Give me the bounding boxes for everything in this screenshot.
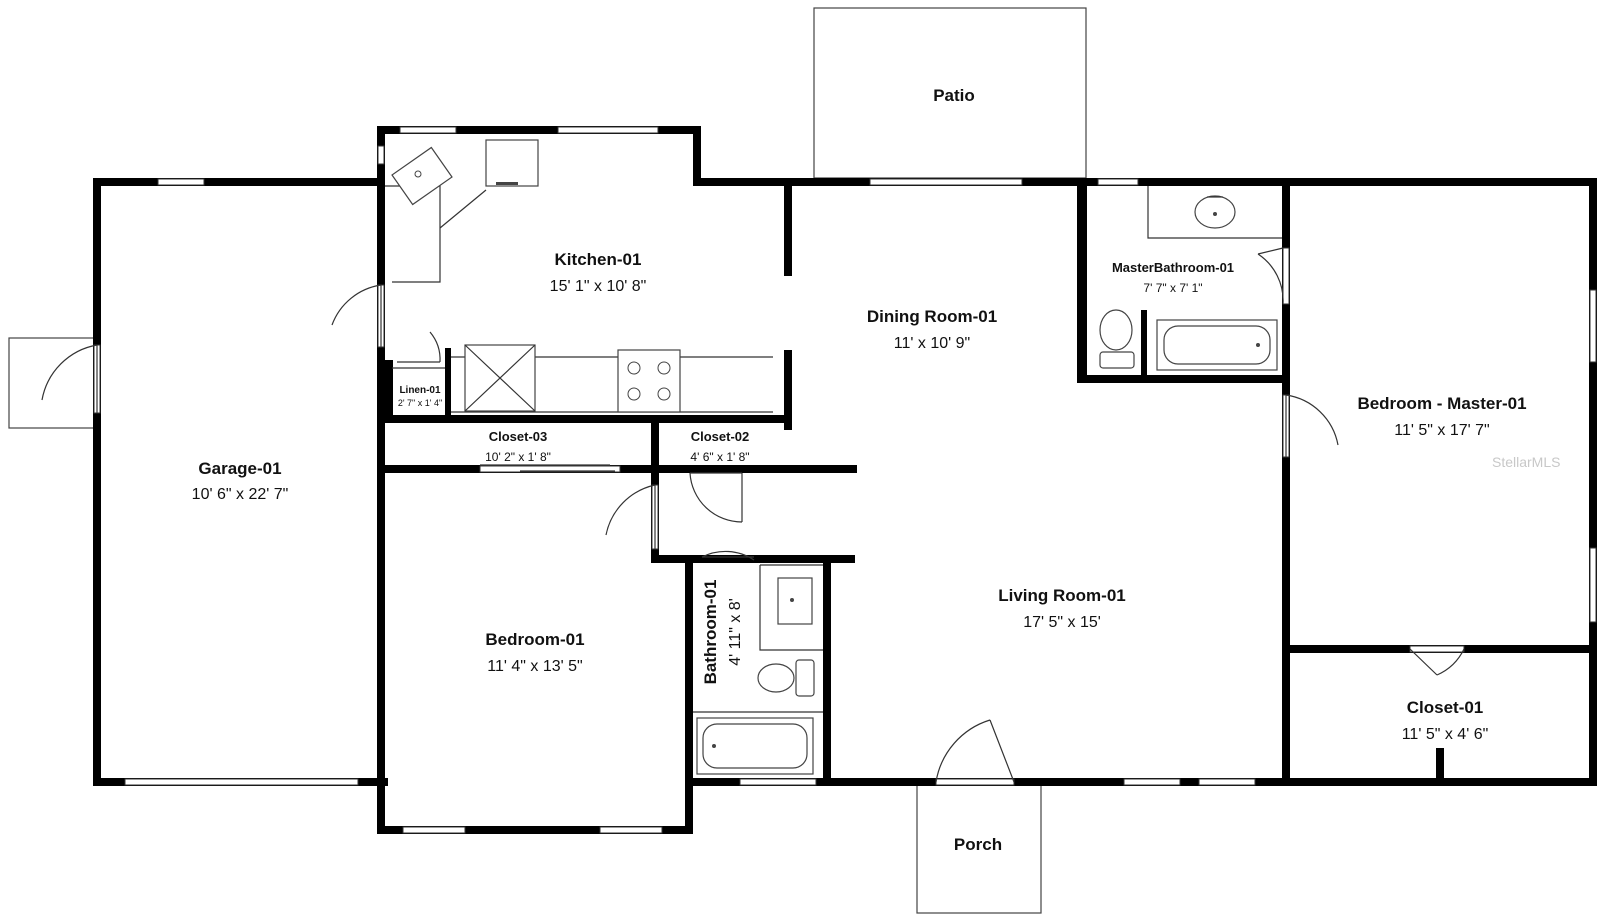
patio-area: Patio: [813, 7, 1087, 179]
doors: [41, 247, 1465, 786]
closet3-dims: 10' 2" x 1' 8": [485, 450, 551, 464]
window-icon: [599, 826, 663, 834]
garage-side-step: [8, 337, 98, 429]
refrigerator-icon: [485, 139, 539, 187]
garage-dims: 10' 6" x 22' 7": [192, 486, 289, 503]
porch-label: Porch: [954, 835, 1002, 854]
door-swing-icon: [1409, 648, 1465, 676]
master-bath-fixtures: [1099, 186, 1282, 371]
sink-icon: [759, 564, 823, 651]
garage-name: Garage-01: [198, 459, 281, 478]
windows: [124, 126, 1597, 834]
door-swing-icon: [689, 472, 743, 523]
dining-dims: 11' x 10' 9": [894, 335, 970, 352]
sink-icon: [1194, 195, 1236, 229]
window-icon: [557, 126, 659, 134]
master-bed-name: Bedroom - Master-01: [1357, 394, 1526, 413]
master-bed-dims: 11' 5" x 17' 7": [1394, 422, 1489, 439]
bedroom-dims: 11' 4" x 13' 5": [487, 658, 582, 675]
window-icon: [402, 826, 466, 834]
window-icon: [869, 178, 1023, 186]
window-icon: [1589, 547, 1597, 623]
toilet-icon: [1099, 309, 1135, 369]
door-swing-icon: [605, 484, 656, 549]
kitchen-name: Kitchen-01: [555, 250, 642, 269]
closet1-dims: 11' 5" x 4' 6": [1402, 726, 1489, 743]
window-icon: [377, 145, 385, 165]
window-icon: [157, 178, 205, 186]
window-icon: [1589, 289, 1597, 363]
closet2-dims: 4' 6" x 1' 8": [690, 450, 749, 464]
kitchen-fixtures: [385, 139, 773, 413]
porch-area: Porch: [916, 782, 1042, 914]
window-icon: [1123, 778, 1181, 786]
window-icon: [124, 778, 359, 786]
bathroom-fixtures: [693, 564, 823, 775]
bedroom-name: Bedroom-01: [485, 630, 584, 649]
closet3-name: Closet-03: [489, 429, 548, 444]
door-swing-icon: [1257, 247, 1284, 305]
window-icon: [1097, 178, 1139, 186]
door-swing-icon: [935, 719, 1015, 783]
patio-label: Patio: [933, 86, 975, 105]
bathroom-name: Bathroom-01: [701, 580, 720, 685]
window-icon: [739, 778, 817, 786]
window-icon: [1198, 778, 1256, 786]
sink-icon: [391, 146, 453, 206]
door-swing-icon: [397, 331, 441, 363]
walls: [93, 126, 1597, 834]
living-name: Living Room-01: [998, 586, 1126, 605]
door-swing-icon: [1285, 394, 1339, 457]
toilet-icon: [757, 659, 815, 697]
dishwasher-icon: [464, 344, 536, 412]
master-bath-name: MasterBathroom-01: [1112, 260, 1234, 275]
watermark: StellarMLS: [1492, 454, 1560, 470]
bathtub-icon: [1156, 319, 1278, 371]
linen-dims: 2' 7" x 1' 4": [398, 398, 442, 408]
dining-name: Dining Room-01: [867, 307, 997, 326]
bathroom-dims: 4' 11" x 8': [727, 598, 744, 666]
window-icon: [399, 126, 457, 134]
door-swing-icon: [331, 284, 382, 347]
closet1-name: Closet-01: [1407, 698, 1484, 717]
bathtub-icon: [696, 717, 814, 775]
linen-name: Linen-01: [399, 385, 441, 396]
window-icon: [479, 465, 621, 473]
living-dims: 17' 5" x 15': [1023, 614, 1101, 631]
kitchen-dims: 15' 1" x 10' 8": [550, 278, 647, 295]
room-labels: Garage-01 10' 6" x 22' 7" Kitchen-01 15'…: [192, 250, 1527, 743]
master-bath-dims: 7' 7" x 7' 1": [1143, 281, 1202, 295]
stove-icon: [617, 349, 681, 413]
closet2-name: Closet-02: [691, 429, 750, 444]
door-swing-icon: [701, 550, 755, 561]
door-swing-icon: [41, 344, 98, 413]
